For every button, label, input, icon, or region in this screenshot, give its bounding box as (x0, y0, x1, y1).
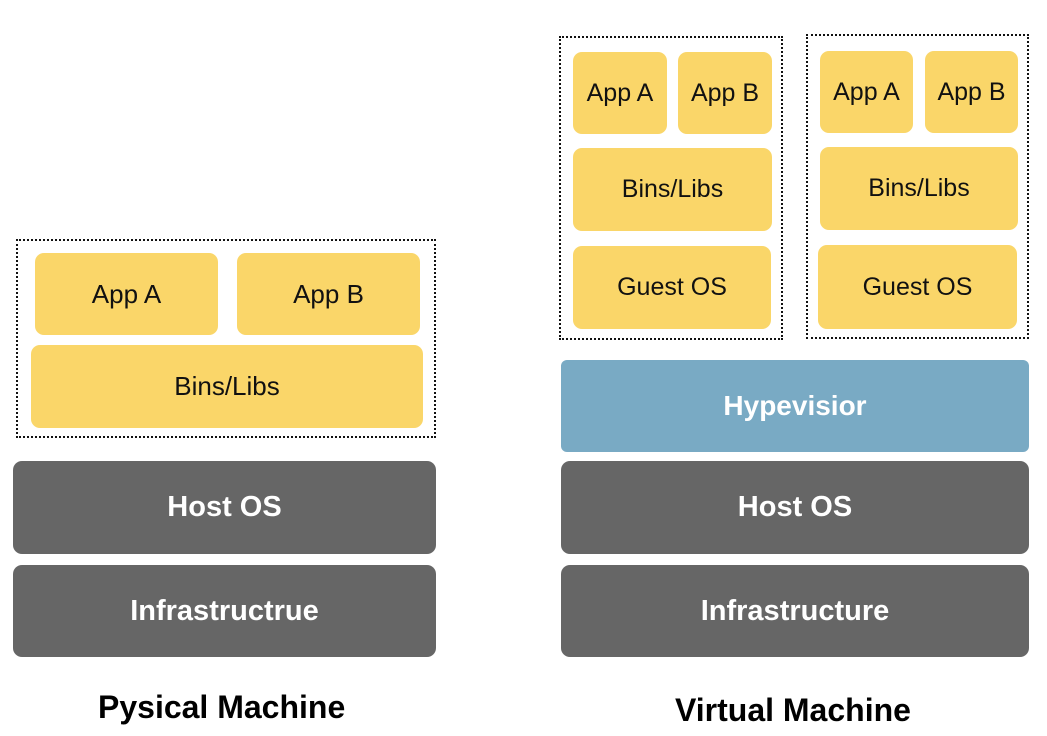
vm-1-container (559, 36, 783, 340)
virtual-infrastructure: Infrastructure (561, 565, 1029, 657)
physical-host-os: Host OS (13, 461, 436, 554)
vm-1-app-a: App A (573, 52, 667, 134)
virtual-host-os: Host OS (561, 461, 1029, 554)
hypervisor-layer: Hypevisior (561, 360, 1029, 452)
physical-app-a: App A (35, 253, 218, 335)
vm-2-app-b: App B (925, 51, 1018, 133)
virtual-machine-caption: Virtual Machine (675, 692, 911, 728)
physical-bins-libs: Bins/Libs (31, 345, 423, 428)
vm-1-app-b: App B (678, 52, 772, 134)
vm-2-guest-os: Guest OS (818, 245, 1017, 329)
vm-1-bins-libs: Bins/Libs (573, 148, 772, 231)
physical-app-b: App B (237, 253, 420, 335)
vm-1-guest-os: Guest OS (573, 246, 771, 329)
physical-machine-caption: Pysical Machine (98, 689, 346, 725)
physical-infrastructure: Infrastructrue (13, 565, 436, 657)
vm-2-container (806, 34, 1029, 339)
vm-2-bins-libs: Bins/Libs (820, 147, 1018, 230)
vm-2-app-a: App A (820, 51, 913, 133)
physical-app-container (16, 239, 436, 438)
